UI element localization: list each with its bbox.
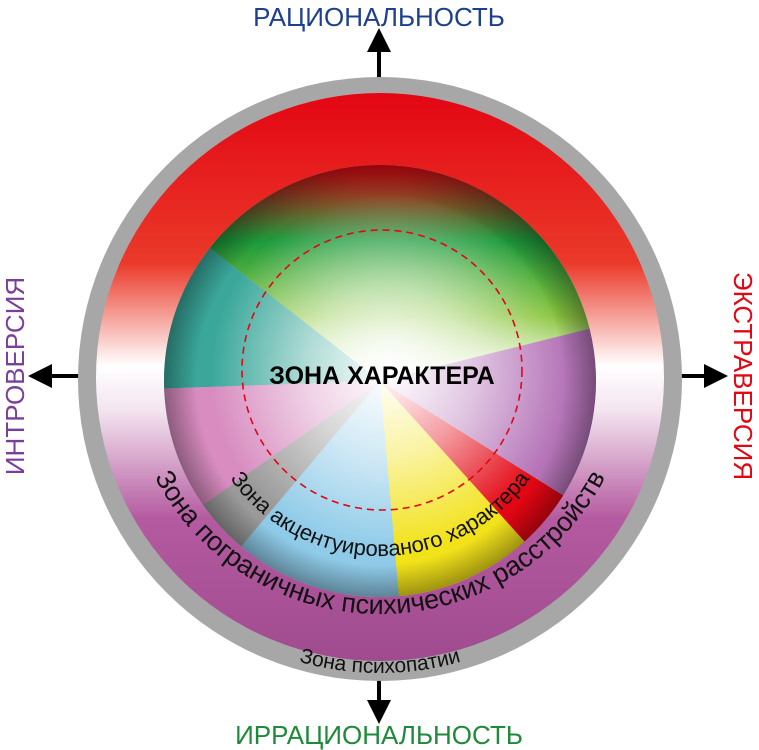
axis-label-left: ИНТРОВЕРСИЯ <box>0 277 30 475</box>
character-zone-boundary <box>241 229 523 511</box>
axis-label-right: ЭКСТРАВЕРСИЯ <box>728 272 758 480</box>
accentuated-zone-circle <box>164 165 596 597</box>
character-zone-label: ЗОНА ХАРАКТЕРА <box>269 362 494 390</box>
axis-label-bottom: ИРРАЦИОНАЛЬНОСТЬ <box>235 720 523 750</box>
axis-label-top: РАЦИОНАЛЬНОСТЬ <box>253 2 505 32</box>
